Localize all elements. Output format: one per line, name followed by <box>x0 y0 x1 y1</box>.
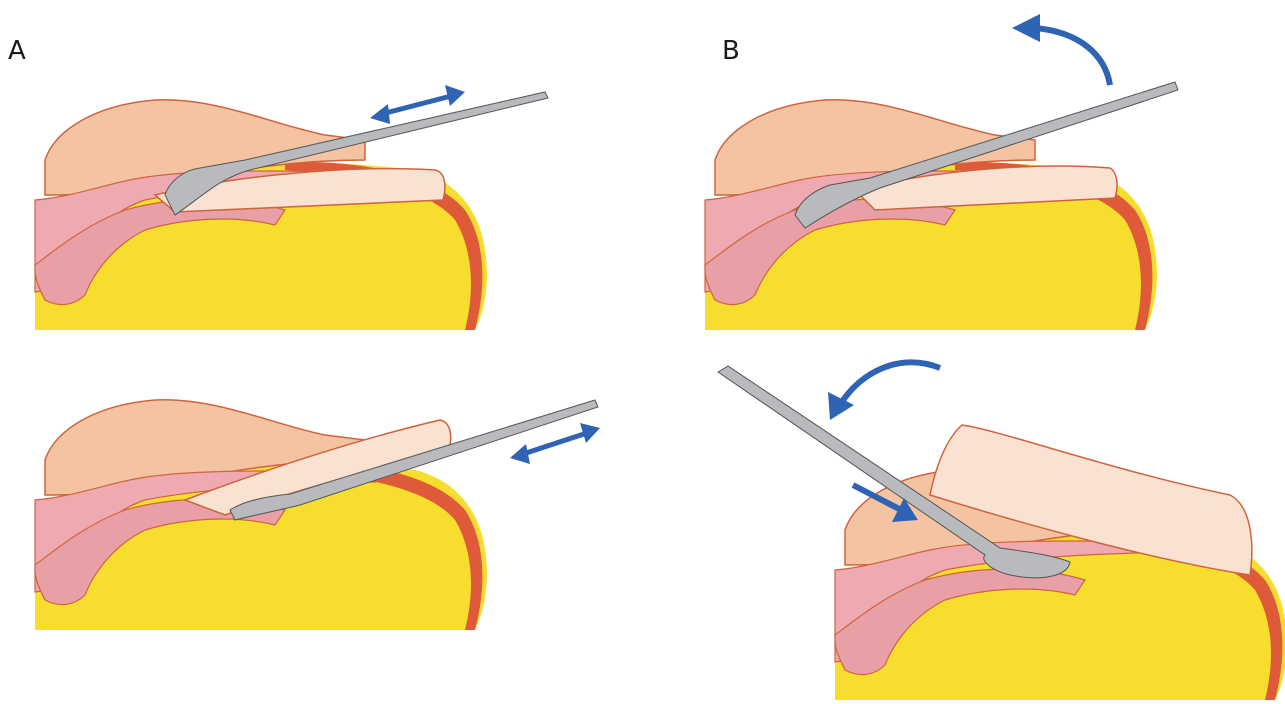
panel-a-bottom-illustration <box>35 400 487 630</box>
curved-arrow-icon <box>1012 14 1110 85</box>
panel-b-top-illustration <box>705 100 1157 330</box>
curved-arrow-icon <box>828 362 940 420</box>
panel-a-top-illustration <box>35 100 487 330</box>
